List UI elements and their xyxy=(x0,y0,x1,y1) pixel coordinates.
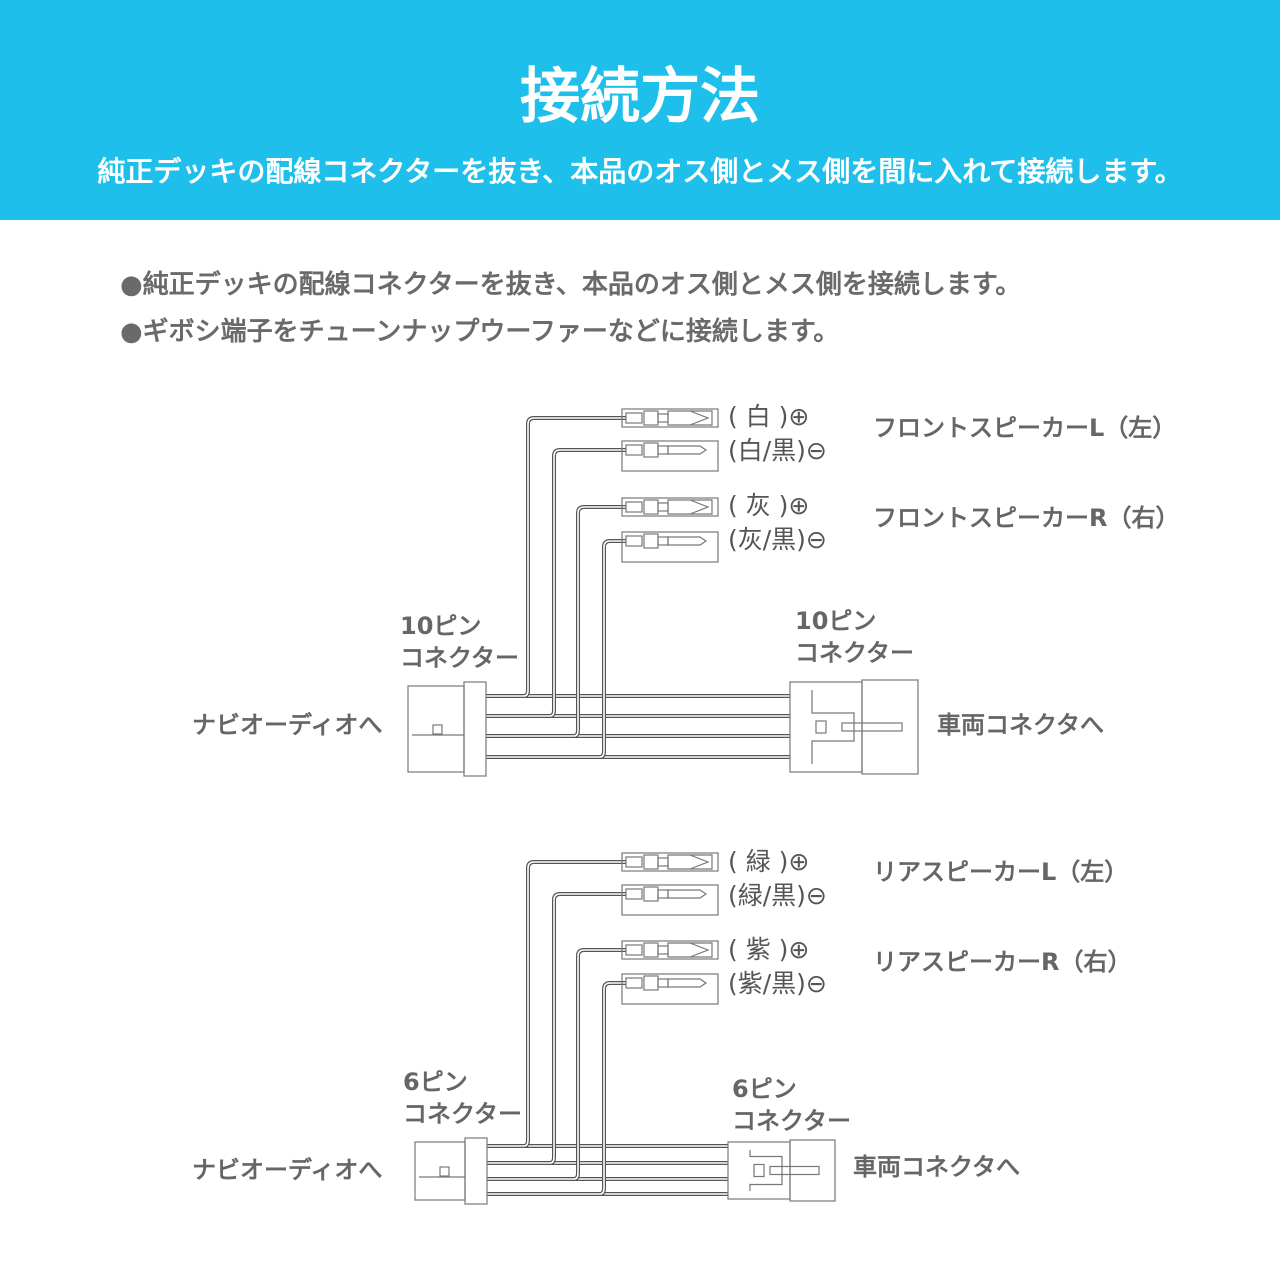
terminal-crimp xyxy=(625,412,643,424)
terminal-body xyxy=(657,413,669,423)
terminal-body xyxy=(643,942,659,958)
right-connector-tab xyxy=(769,1165,820,1176)
female-terminal-icon xyxy=(667,854,713,870)
wire xyxy=(573,506,626,737)
terminal-body xyxy=(657,536,669,546)
terminal-body xyxy=(643,442,659,458)
speaker-label: リアスピーカーR（右） xyxy=(873,948,1132,976)
wire xyxy=(523,416,626,698)
left-connector-label-1: 10ピンコネクター xyxy=(400,612,520,672)
terminal-body xyxy=(643,533,659,549)
terminal-body xyxy=(657,857,669,867)
wire xyxy=(599,982,626,1195)
terminal-crimp xyxy=(625,944,643,956)
terminal-sleeve xyxy=(621,940,719,960)
terminal-body xyxy=(643,975,659,991)
terminal-body xyxy=(657,445,669,455)
wire-color-label: (緑/黒)⊖ xyxy=(728,881,827,910)
wire-color-label: (白/黒)⊖ xyxy=(728,436,827,465)
right-connector-keyway xyxy=(811,690,855,764)
terminal-sleeve xyxy=(621,497,719,517)
terminal-crimp xyxy=(625,856,643,868)
left-connector-slot xyxy=(439,1166,450,1177)
male-terminal-icon xyxy=(667,536,708,546)
wire-color-label: (紫/黒)⊖ xyxy=(728,969,827,998)
header-banner: 接続方法 純正デッキの配線コネクターを抜き、本品のオス側とメス側を間に入れて接続… xyxy=(0,0,1280,220)
speaker-label: フロントスピーカーR（右） xyxy=(873,504,1180,532)
terminal-body xyxy=(643,886,659,902)
wire xyxy=(523,417,626,697)
wire-color-label: ( 白 )⊕ xyxy=(728,402,810,431)
wire-color-label: ( 紫 )⊕ xyxy=(728,935,810,964)
terminal-crimp xyxy=(625,535,643,547)
left-connector-slot xyxy=(432,724,443,735)
wire xyxy=(549,448,626,718)
page-title: 接続方法 xyxy=(520,62,760,132)
left-connector-latch xyxy=(463,681,487,777)
terminal-body xyxy=(657,978,669,988)
terminal-crimp xyxy=(625,888,643,900)
page-subtitle: 純正デッキの配線コネクターを抜き、本品のオス側とメス側を間に入れて接続します。 xyxy=(97,155,1183,188)
terminal-sleeve xyxy=(621,531,719,563)
navi-audio-label-2: ナビオーディオへ xyxy=(192,1156,383,1184)
speaker-label: フロントスピーカーL（左） xyxy=(873,414,1177,442)
terminal-body xyxy=(657,889,669,899)
terminal-sleeve xyxy=(621,440,719,472)
left-connector xyxy=(407,685,465,773)
terminal-body xyxy=(657,945,669,955)
right-connector-slot xyxy=(753,1163,765,1178)
right-connector-cap xyxy=(861,679,919,775)
terminal-body xyxy=(643,410,659,426)
terminal-crimp xyxy=(625,444,643,456)
terminal-sleeve xyxy=(621,852,719,872)
terminal-crimp xyxy=(625,501,643,513)
wire xyxy=(549,893,626,1164)
wire-color-label: ( 緑 )⊕ xyxy=(728,847,810,876)
terminal-sleeve xyxy=(621,884,719,916)
terminal-body xyxy=(643,854,659,870)
speaker-label: リアスピーカーL（左） xyxy=(873,858,1129,886)
right-connector-slot xyxy=(815,720,827,734)
wire xyxy=(549,449,626,717)
wire xyxy=(599,540,626,758)
wire xyxy=(549,892,626,1165)
right-connector-label-1: 10ピンコネクター xyxy=(795,607,915,667)
male-terminal-icon xyxy=(667,889,708,899)
right-connector xyxy=(727,1141,791,1200)
terminal-crimp xyxy=(625,977,643,989)
terminal-body xyxy=(643,499,659,515)
wire xyxy=(523,860,626,1148)
vehicle-connector-label-2: 車両コネクタへ xyxy=(853,1153,1021,1181)
wire-color-label: (灰/黒)⊖ xyxy=(728,525,827,554)
female-terminal-icon xyxy=(667,942,713,958)
terminal-sleeve xyxy=(621,973,719,1005)
male-terminal-icon xyxy=(667,445,708,455)
instruction-2: ●ギボシ端子をチューンナップウーファーなどに接続します。 xyxy=(120,317,840,347)
terminal-sleeve xyxy=(621,408,719,428)
terminal-body xyxy=(657,502,669,512)
male-terminal-icon xyxy=(667,978,708,988)
right-connector-cap xyxy=(789,1139,836,1202)
wire xyxy=(573,949,626,1180)
left-connector-latch xyxy=(464,1137,488,1205)
right-connector-keyway xyxy=(749,1150,783,1191)
left-connector-label-2: 6ピンコネクター xyxy=(403,1068,523,1128)
wire xyxy=(523,861,626,1147)
navi-audio-label-1: ナビオーディオへ xyxy=(192,711,383,739)
wire-color-label: ( 灰 )⊕ xyxy=(728,491,810,520)
right-connector-tab xyxy=(841,722,903,732)
right-connector-label-2: 6ピンコネクター xyxy=(732,1075,852,1135)
female-terminal-icon xyxy=(667,499,713,515)
instruction-1: ●純正デッキの配線コネクターを抜き、本品のオス側とメス側を接続します。 xyxy=(120,270,1022,300)
vehicle-connector-label-1: 車両コネクタへ xyxy=(937,711,1105,739)
female-terminal-icon xyxy=(667,410,713,426)
